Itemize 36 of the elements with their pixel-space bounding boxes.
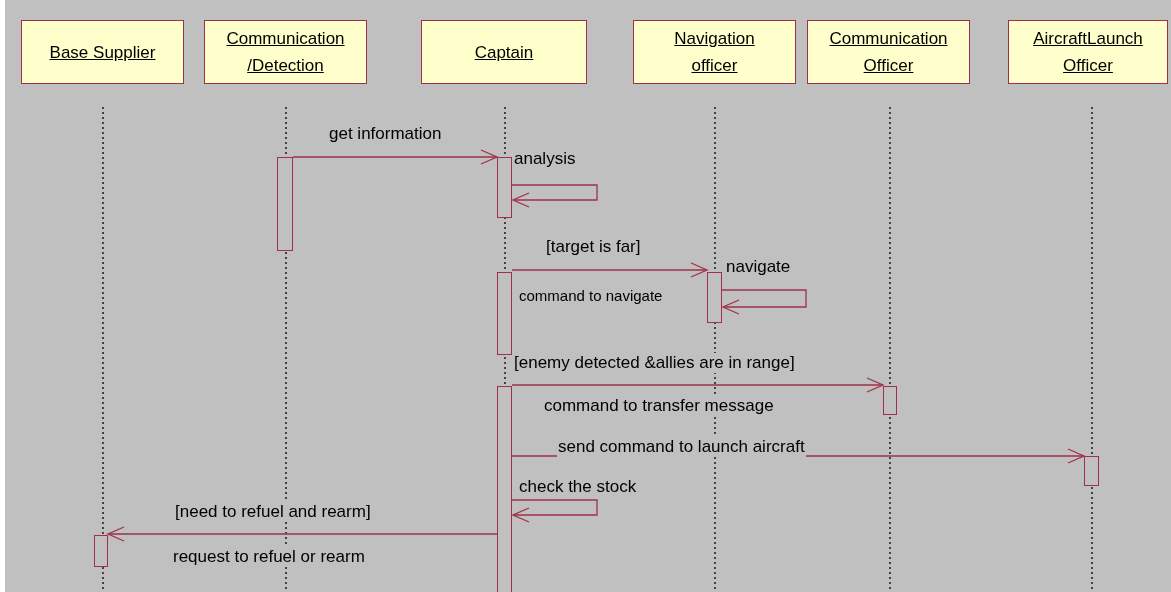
- object-name: Navigation officer: [673, 28, 756, 77]
- object-name: Base Supplier: [49, 41, 156, 64]
- activation-bar: [497, 157, 512, 218]
- message-label: command to transfer message: [543, 396, 775, 416]
- message-label: get information: [328, 124, 443, 144]
- object-name: AircraftLaunch Officer: [1032, 28, 1144, 77]
- message-arrow: [292, 149, 498, 165]
- message-arrow: [511, 262, 708, 278]
- message-arrow: [721, 289, 807, 315]
- object-box: [807, 20, 970, 84]
- message-label: [target is far]: [545, 237, 642, 257]
- object-box: [421, 20, 587, 84]
- message-label: analysis: [513, 149, 577, 169]
- message-arrow: [511, 184, 598, 208]
- activation-bar: [94, 535, 108, 567]
- object-box: [204, 20, 367, 84]
- message-label: send command to launch aircraft: [557, 437, 806, 457]
- activation-bar: [707, 272, 722, 323]
- message-label: navigate: [725, 257, 792, 277]
- message-label: [need to refuel and rearm]: [174, 502, 372, 522]
- object-box: [21, 20, 184, 84]
- message-arrow: [511, 499, 598, 523]
- message-arrow: [107, 526, 498, 542]
- object-name: Captain: [474, 41, 534, 64]
- message-label: [enemy detected &allies are in range]: [513, 353, 796, 373]
- object-name: Communication /Detection: [225, 28, 346, 77]
- message-label: request to refuel or rearm: [172, 547, 366, 567]
- activation-bar: [277, 157, 293, 251]
- activation-bar: [1084, 456, 1099, 486]
- object-box: [1008, 20, 1168, 84]
- activation-bar: [497, 272, 512, 355]
- object-name: Communication Officer: [828, 28, 949, 77]
- object-box: [633, 20, 796, 84]
- activation-bar: [497, 386, 512, 592]
- message-arrow: [511, 377, 884, 393]
- activation-bar: [883, 386, 897, 415]
